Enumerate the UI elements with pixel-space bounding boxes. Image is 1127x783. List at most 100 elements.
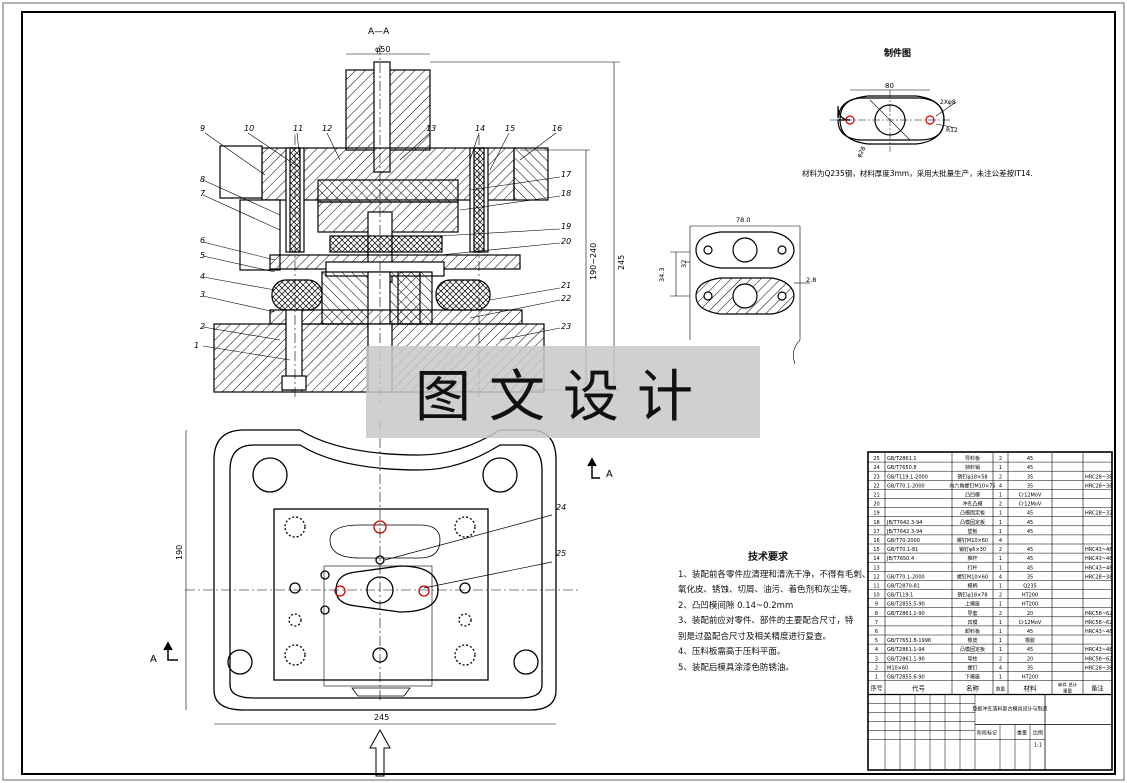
- bom-row-name: 内六角螺钉M10×75: [949, 482, 995, 489]
- requirement-line: 3、装配前应对零件、部件的主要配合尺寸，特: [678, 616, 854, 626]
- bom-row-mat: Cr12MoV: [1019, 502, 1042, 508]
- bom-row-name: 凸凹模: [965, 492, 980, 499]
- part-label-group: 9 10 11 12 13 14 15 16 17 18 19 20 21 22…: [194, 124, 572, 558]
- dim-total-height: 245: [617, 255, 626, 270]
- bom-row-mat: 45: [1027, 565, 1033, 571]
- bom-row-name: 螺钉M10×60: [957, 573, 988, 580]
- bom-row-no: 19: [873, 511, 879, 517]
- bom-row-name: 螺钉: [967, 664, 977, 671]
- bom-row-qty: 4: [999, 483, 1002, 489]
- bom-row-name: 上模座: [965, 601, 980, 608]
- bom-row-no: 7: [875, 620, 878, 626]
- bom-row-mat: 35: [1027, 483, 1033, 489]
- bom-row-mat: 45: [1027, 647, 1033, 653]
- bom-row-std: GB/T70-2000: [887, 538, 920, 544]
- bom-row-no: 16: [873, 538, 879, 544]
- bom-row-no: 25: [873, 456, 879, 462]
- bom-row-std: GB/T2861.1-90: [887, 611, 925, 617]
- bom-row-std: M10×60: [887, 665, 908, 671]
- bom-row-std: GB/T7650.8: [887, 465, 917, 471]
- part-label-5: 5: [200, 251, 205, 260]
- bom-row-name: 冲孔凸模: [962, 501, 982, 508]
- bom-row-qty: 1: [999, 647, 1002, 653]
- part-label-20: 20: [561, 237, 571, 246]
- bom-row-qty: 1: [999, 602, 1002, 608]
- bom-row-qty: 1: [999, 565, 1002, 571]
- section-texts: A—A φ50 190~240 245: [368, 27, 626, 280]
- bom-row-mat: 45: [1027, 529, 1033, 535]
- bom-row-qty: 2: [999, 656, 1002, 662]
- part-label-17: 17: [561, 170, 572, 179]
- title-block-title: 垫板冲孔落料复合模具设计与制造: [972, 706, 1047, 713]
- bom-row-std: GB/T70.1-2000: [887, 483, 925, 489]
- section-dimensions: [202, 53, 620, 391]
- bom-row-qty: 1: [999, 511, 1002, 517]
- bom-row-no: 2: [875, 665, 878, 671]
- part-label-21: 21: [561, 281, 571, 290]
- plan-view: [185, 420, 580, 777]
- bom-row-note: HRC43~48: [1085, 556, 1112, 562]
- bom-row-qty: 1: [999, 556, 1002, 562]
- part-label-19: 19: [561, 222, 571, 231]
- bom-header-note: 备注: [1091, 685, 1103, 693]
- dim-strip-gap: 2.8: [806, 276, 816, 284]
- requirement-line: 1、装配前各零件应清理和清洗干净，不得有毛刺、: [678, 569, 871, 580]
- bom-row-mat: 35: [1027, 574, 1033, 580]
- bom-row-name: 导柱: [967, 655, 977, 662]
- bom-row-no: 17: [873, 529, 879, 535]
- part-label-13: 13: [426, 124, 436, 133]
- title-block-scale: 比例: [1033, 730, 1043, 737]
- dim-radius-b: R12: [946, 127, 958, 134]
- bom-row-mat: Cr12MoV: [1019, 620, 1042, 626]
- bom-row-mat: Q235: [1023, 584, 1036, 590]
- bom-row-no: 5: [875, 638, 878, 644]
- bom-row-note: HRC28~38: [1085, 483, 1112, 489]
- part-label-23: 23: [561, 322, 571, 331]
- bom-row-name: 凸模固定板: [960, 510, 985, 517]
- bom-row-name: 下模座: [965, 674, 980, 681]
- dim-phi50: φ50: [375, 45, 390, 54]
- part-label-18: 18: [561, 189, 571, 198]
- part-label-16: 16: [552, 124, 562, 133]
- bom-row-name: 凸模固定板: [960, 519, 985, 526]
- bom-row-qty: 1: [999, 675, 1002, 681]
- dim-hole-c: φ28: [856, 145, 868, 159]
- bom-row-std: GB/T2861.1: [887, 456, 917, 462]
- bom-row-name: 打杆: [967, 564, 977, 571]
- part-label-7: 7: [200, 189, 206, 198]
- bom-row-std: GB/T2855.6-90: [887, 675, 925, 681]
- section-label: A—A: [368, 27, 390, 37]
- bom-row-name: 推杆: [967, 555, 977, 562]
- title-block-stage: 阶段标记: [977, 730, 997, 737]
- bom-row-qty: 1: [999, 584, 1002, 590]
- bom-row-qty: 1: [999, 465, 1002, 471]
- bom-row-no: 1: [875, 675, 878, 681]
- dim-plan-height: 190: [175, 545, 184, 560]
- bom-header-weight: 单件 总计: [1058, 682, 1078, 689]
- part-label-14: 14: [475, 124, 485, 133]
- bom-row-qty: 2: [999, 611, 1002, 617]
- part-drawing: [830, 89, 957, 152]
- bom-row-qty: 2: [999, 547, 1002, 553]
- bom-row-mat: HT200: [1022, 675, 1038, 681]
- bom-row-mat: 橡胶: [1025, 637, 1035, 644]
- part-drawing-title: 制件图: [884, 47, 911, 59]
- bom-row-note: HRC28~38: [1085, 474, 1112, 480]
- inner-border: [21, 11, 1116, 775]
- bom-row-note: HRC43~48: [1085, 565, 1112, 571]
- bom-row-no: 10: [873, 593, 879, 599]
- bom-row-mat: 45: [1027, 547, 1033, 553]
- bom-row-std: JB/T7642.3-94: [886, 529, 922, 535]
- bom-row-no: 23: [873, 474, 879, 480]
- bom-row-name: 销钉φ18×78: [957, 592, 987, 599]
- bom-row-note: HRC43~48: [1085, 629, 1112, 635]
- bom-row-qty: 1: [999, 529, 1002, 535]
- bom-row-no: 4: [875, 647, 878, 653]
- title-block-scale-value: 1:1: [1034, 743, 1042, 749]
- bom-row-no: 13: [873, 565, 879, 571]
- requirement-line: 氧化皮、锈蚀、切屑、油污、着色剂和灰尘等。: [678, 585, 857, 595]
- bom-row-mat: 20: [1027, 611, 1033, 617]
- bom-header-name: 名称: [966, 684, 980, 693]
- bom-row-no: 18: [873, 520, 879, 526]
- bom-row-no: 6: [875, 629, 878, 635]
